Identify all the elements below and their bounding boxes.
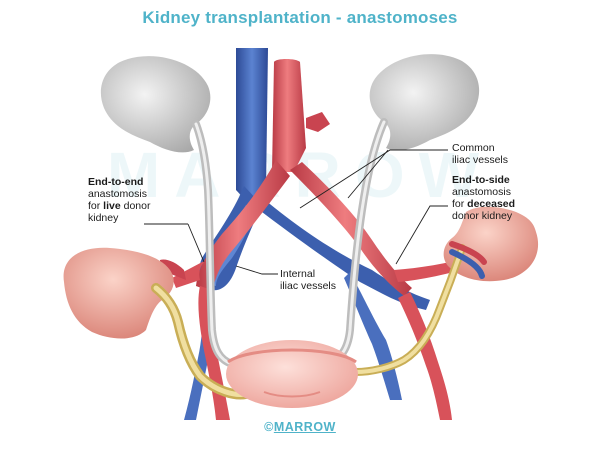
end-to-end-heading: End-to-end bbox=[88, 176, 144, 188]
label-internal-iliac: Internal iliac vessels bbox=[280, 268, 336, 292]
end-to-side-line3: for deceased bbox=[452, 198, 516, 210]
label-end-to-end: End-to-end anastomosis for live donor ki… bbox=[88, 176, 150, 224]
label-end-to-side: End-to-side anastomosis for deceased don… bbox=[452, 174, 515, 222]
end-to-end-line3: for live donor bbox=[88, 200, 151, 212]
label-common-iliac: Common iliac vessels bbox=[452, 142, 508, 166]
common-iliac-line1: Common bbox=[452, 142, 495, 154]
end-to-side-heading: End-to-side bbox=[452, 174, 510, 186]
end-to-side-line4: donor kidney bbox=[452, 210, 513, 222]
diagram-title: Kidney transplantation - anastomoses bbox=[142, 8, 458, 27]
common-iliac-line2: iliac vessels bbox=[452, 154, 509, 166]
copyright-symbol: © bbox=[264, 420, 274, 434]
end-to-end-line4: kidney bbox=[88, 212, 119, 224]
copyright-footer: ©MARROW bbox=[0, 420, 600, 434]
transplanted-kidneys bbox=[63, 206, 539, 400]
internal-iliac-line2: iliac vessels bbox=[280, 280, 337, 292]
internal-iliac-line1: Internal bbox=[280, 268, 316, 280]
end-to-end-line2: anastomosis bbox=[88, 188, 147, 200]
end-to-side-line2: anastomosis bbox=[452, 186, 511, 198]
pointer-lines bbox=[144, 149, 448, 275]
footer-brand: MARROW bbox=[273, 420, 336, 434]
native-kidneys bbox=[100, 54, 480, 368]
bladder bbox=[226, 340, 358, 408]
